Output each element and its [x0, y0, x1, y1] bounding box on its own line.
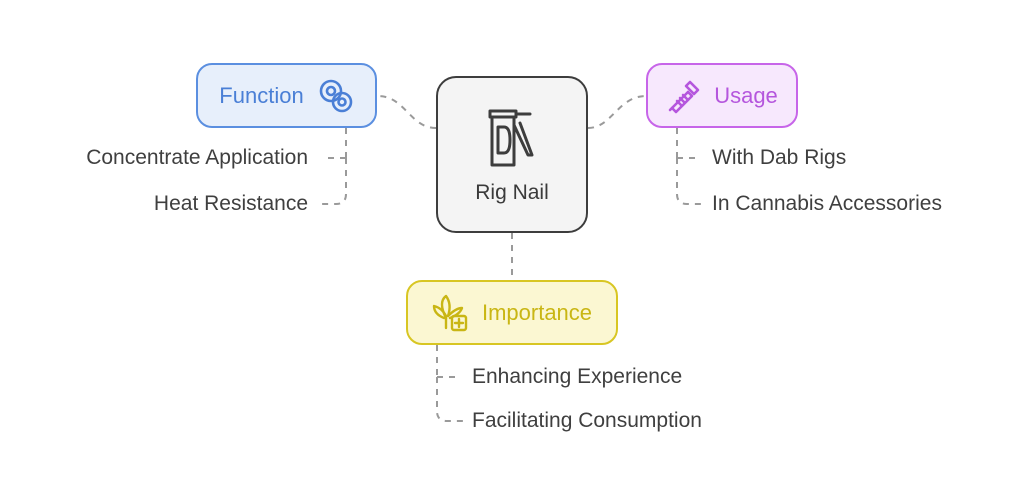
connector-center-function — [377, 95, 437, 129]
function-item-2: Heat Resistance — [153, 192, 308, 215]
center-label: Rig Nail — [475, 180, 549, 204]
importance-item-1: Enhancing Experience — [472, 365, 683, 388]
usage-label: Usage — [714, 82, 778, 108]
importance-item-2: Facilitating Consumption — [472, 409, 702, 432]
dab-rig-nail-icon — [484, 105, 540, 171]
connector-center-usage — [587, 95, 647, 129]
gears-icon — [318, 78, 354, 114]
usage-node: Usage — [646, 63, 798, 128]
screw-icon — [666, 78, 702, 114]
connector-function-items — [318, 128, 347, 205]
function-item-1: Concentrate Application — [86, 146, 308, 169]
function-label: Function — [219, 82, 304, 108]
importance-label: Importance — [481, 299, 593, 325]
center-node: Rig Nail — [436, 76, 588, 233]
function-node: Function — [196, 63, 377, 128]
connector-importance-items — [436, 345, 463, 422]
usage-item-2: In Cannabis Accessories — [712, 192, 942, 215]
importance-node: Importance — [406, 280, 618, 345]
usage-item-1: With Dab Rigs — [712, 146, 847, 169]
cannabis-medical-icon — [432, 294, 470, 332]
connector-usage-items — [676, 128, 704, 205]
